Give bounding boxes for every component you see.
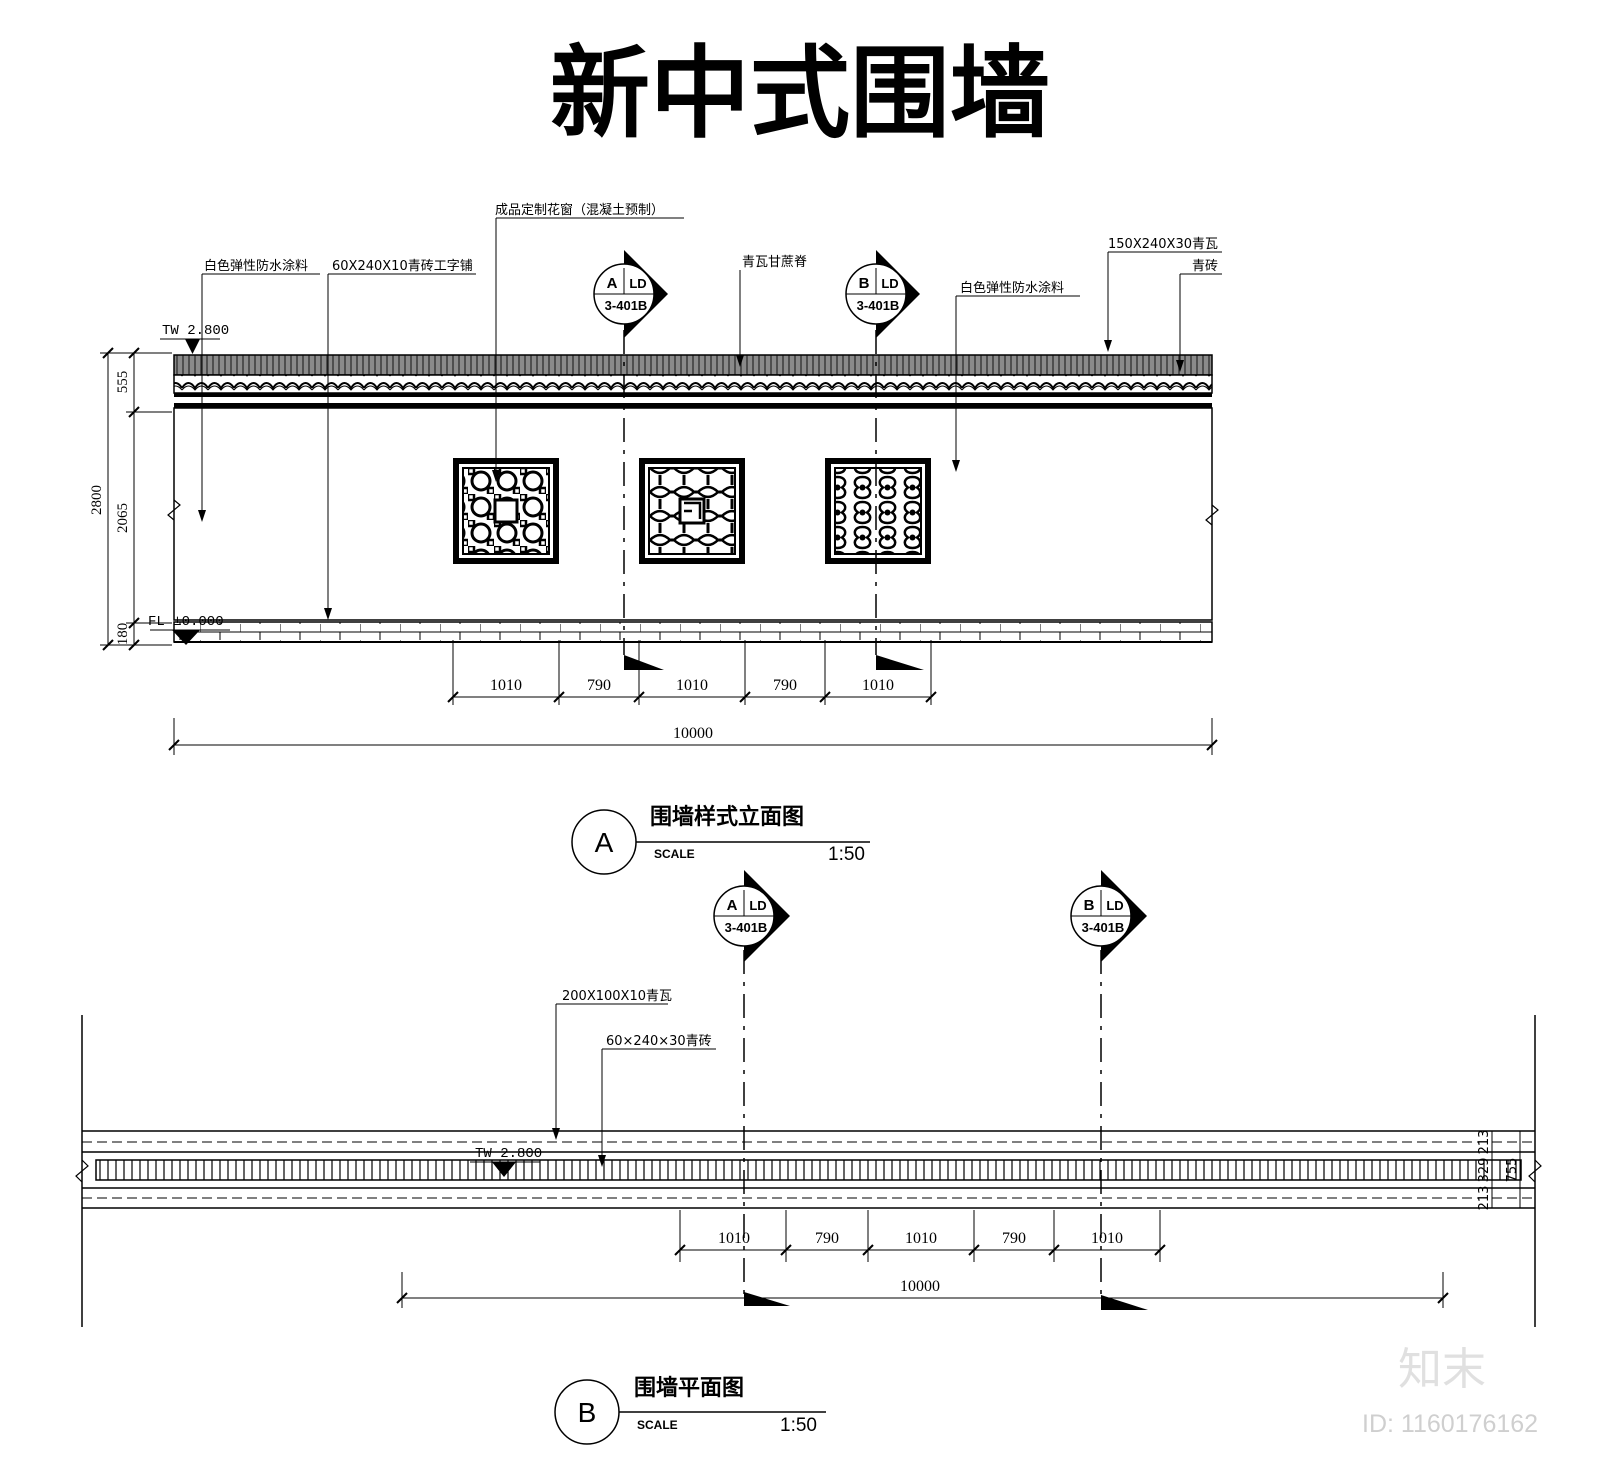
plan-dim-segment-3: 1010 xyxy=(905,1230,937,1247)
marker-letter: A xyxy=(607,275,618,292)
base-brick-band xyxy=(173,621,1213,643)
dim-base: 180 xyxy=(115,623,131,646)
plan-level-marker xyxy=(492,1162,516,1177)
watermark-layer: 知末 ID: 1160176162 xyxy=(1362,1344,1538,1438)
elevation-view: TW 2.800 FL ±0.000 555 2065 180 2800 xyxy=(89,202,1222,875)
annotation-brick-paving: 60X240X10青砖工字铺 xyxy=(332,259,473,274)
roof-tile-coping xyxy=(173,354,1213,376)
view-title: 围墙平面图 xyxy=(634,1376,744,1401)
level-label-top: TW 2.800 xyxy=(162,323,229,339)
marker-code: LD xyxy=(749,898,766,913)
scale-value: 1:50 xyxy=(780,1415,817,1436)
section-marker-a-plan[interactable]: A LD 3-401B xyxy=(713,870,790,962)
section-marker-b-elevation[interactable]: B LD 3-401B xyxy=(845,250,920,338)
cornice-line xyxy=(174,393,1212,397)
plan-view: TW 2.800 200X100X10青瓦 60×240×30青砖 xyxy=(75,870,1542,1445)
marker-ref: 3-401B xyxy=(857,298,900,313)
marker-letter: A xyxy=(727,897,738,914)
dim-segment-4: 790 xyxy=(773,677,797,694)
dim-segment-5: 1010 xyxy=(862,677,894,694)
plan-side-dim-2: 329 xyxy=(1477,1158,1492,1183)
annotation-coating-left: 白色弹性防水涂料 xyxy=(204,258,308,274)
marker-ref: 3-401B xyxy=(1082,920,1125,935)
annotation-arrowheads xyxy=(198,340,1184,620)
level-marker-top xyxy=(185,339,200,354)
section-marker-a-elevation[interactable]: A LD 3-401B xyxy=(593,250,668,338)
plan-dim-total-length: 10000 xyxy=(900,1278,940,1295)
annotation-tile-top: 150X240X30青瓦 xyxy=(1108,237,1218,252)
plan-dim-segment-2: 790 xyxy=(815,1230,839,1247)
plan-horizontal-dimensions xyxy=(396,1210,1449,1308)
marker-code: LD xyxy=(1106,898,1123,913)
marker-code: LD xyxy=(629,276,646,291)
dim-body: 2065 xyxy=(115,503,131,533)
dim-segment-3: 1010 xyxy=(676,677,708,694)
marker-letter: B xyxy=(1084,897,1095,914)
dim-segment-1: 1010 xyxy=(490,677,522,694)
plan-side-dim-3: 213 xyxy=(1477,1186,1492,1211)
dim-cap: 555 xyxy=(115,371,131,394)
cornice-line-lower xyxy=(174,403,1212,408)
annotation-coating-right: 白色弹性防水涂料 xyxy=(960,280,1064,296)
drawing-title: 新中式围墙 xyxy=(550,35,1050,152)
plan-annotation-tile: 200X100X10青瓦 xyxy=(562,989,672,1004)
plan-side-dim-1: 213 xyxy=(1477,1130,1492,1155)
plan-annotation-brick: 60×240×30青砖 xyxy=(606,1034,712,1049)
dim-segment-2: 790 xyxy=(587,677,611,694)
plan-side-dim-total: 755 xyxy=(1505,1158,1520,1183)
annotation-brick-top: 青砖 xyxy=(1192,259,1218,274)
scale-value: 1:50 xyxy=(828,844,865,865)
dim-total-height: 2800 xyxy=(89,485,105,515)
marker-ref: 3-401B xyxy=(725,920,768,935)
ridge-decor-band xyxy=(173,374,1213,394)
annotation-ridge: 青瓦甘蔗脊 xyxy=(742,255,807,270)
scale-label: SCALE xyxy=(654,847,695,861)
watermark-id: ID: 1160176162 xyxy=(1362,1410,1538,1438)
plan-level-label: TW 2.800 xyxy=(475,1146,542,1162)
level-label-floor: FL ±0.000 xyxy=(148,614,224,630)
plan-dim-segment-4: 790 xyxy=(1002,1230,1026,1247)
annotation-lattice-window: 成品定制花窗（混凝土预制） xyxy=(495,202,664,218)
lattice-window-3 xyxy=(825,458,931,564)
dim-total-length: 10000 xyxy=(673,725,713,742)
view-label-a: A 围墙样式立面图 SCALE 1:50 xyxy=(571,804,870,875)
lattice-window-1 xyxy=(453,458,559,564)
marker-ref: 3-401B xyxy=(605,298,648,313)
lattice-window-2 xyxy=(639,458,745,564)
horizontal-dimensions xyxy=(168,640,1218,755)
plan-dim-segment-5: 1010 xyxy=(1091,1230,1123,1247)
scale-label: SCALE xyxy=(637,1418,678,1432)
plan-brick-core xyxy=(95,1159,1522,1181)
section-marker-b-plan[interactable]: B LD 3-401B xyxy=(1070,870,1147,962)
view-letter: B xyxy=(578,1397,597,1428)
annotation-leaders xyxy=(201,217,1222,618)
vertical-dimensions xyxy=(100,347,172,651)
plan-side-dimensions xyxy=(1486,1130,1526,1209)
marker-code: LD xyxy=(881,276,898,291)
view-label-b: B 围墙平面图 SCALE 1:50 xyxy=(554,1376,826,1445)
view-title: 围墙样式立面图 xyxy=(650,804,804,830)
watermark-logo: 知末 xyxy=(1398,1344,1486,1395)
level-marker-floor xyxy=(172,630,200,645)
plan-annotation-leaders xyxy=(555,1003,716,1165)
plan-dim-segment-1: 1010 xyxy=(718,1230,750,1247)
view-letter: A xyxy=(595,827,614,858)
break-line-right xyxy=(1205,504,1219,526)
break-line-left xyxy=(167,499,181,521)
marker-letter: B xyxy=(859,275,870,292)
section-arrow-b xyxy=(876,655,924,670)
section-arrow-a xyxy=(624,655,664,670)
